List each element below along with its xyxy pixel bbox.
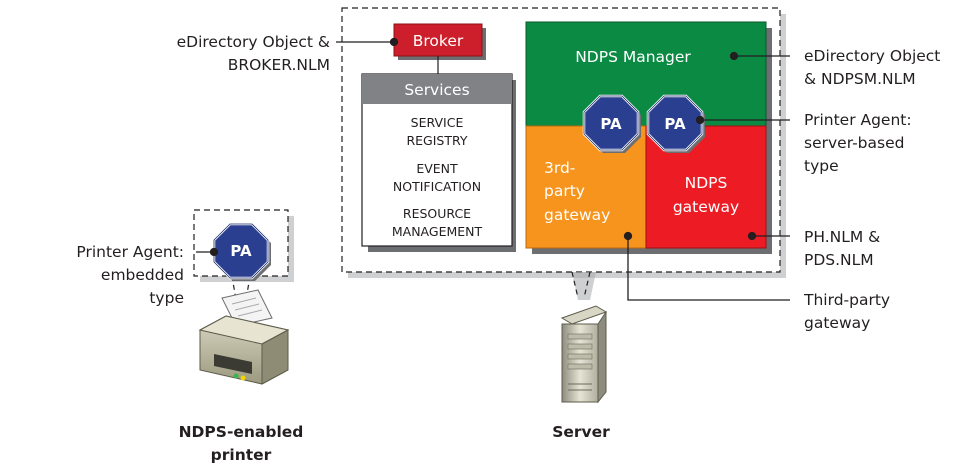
pa-label-third-party: PA — [600, 115, 622, 133]
embedded-pa-callout-line1: Printer Agent: — [76, 243, 184, 261]
services-item-2-line2: NOTIFICATION — [393, 179, 481, 194]
third-party-gateway-line1: 3rd- — [544, 159, 575, 177]
third-party-callout-line1: Third-party — [803, 291, 890, 309]
services-item-1-line1: SERVICE — [411, 115, 464, 130]
broker-box: Broker — [393, 23, 486, 60]
pa-label-embedded: PA — [230, 242, 252, 260]
ph-nlm-callout-line2: PDS.NLM — [804, 251, 874, 269]
ndps-gateway-line1: NDPS — [685, 174, 728, 192]
embedded-pa-callout-line2: embedded — [101, 266, 184, 284]
server-caption: Server — [552, 423, 610, 441]
callout-lines — [196, 37, 790, 301]
printer-caption-line2: printer — [211, 446, 272, 464]
services-item-3-line2: MANAGEMENT — [392, 224, 483, 239]
pa-octagon-third-party: PA — [582, 94, 641, 153]
broker-callout-line2: BROKER.NLM — [228, 56, 330, 74]
ndps-manager-label: NDPS Manager — [575, 48, 691, 66]
pa-label-server: PA — [664, 115, 686, 133]
ndps-gateway-line2: gateway — [673, 198, 739, 216]
third-party-gateway-line3: gateway — [544, 206, 610, 224]
ndps-manager-block: NDPS Manager 3rd- party gateway NDPS gat… — [525, 21, 772, 254]
pa-octagon-server: PA — [646, 94, 705, 153]
services-item-3-line1: RESOURCE — [403, 206, 471, 221]
services-item-2-line1: EVENT — [416, 161, 458, 176]
server-pa-callout-line3: type — [804, 157, 839, 175]
embedded-pa-callout-line3: type — [149, 289, 184, 307]
printer-caption-line1: NDPS-enabled — [179, 423, 304, 441]
services-box: Services SERVICE REGISTRY EVENT NOTIFICA… — [361, 73, 516, 252]
server-tower-icon — [560, 305, 608, 404]
broker-label: Broker — [413, 32, 464, 50]
manager-callout-line2: & NDPSM.NLM — [804, 70, 916, 88]
ph-nlm-callout-line1: PH.NLM & — [804, 228, 880, 246]
third-party-callout-line2: gateway — [804, 314, 870, 332]
server-pa-callout-line2: server-based — [804, 134, 904, 152]
manager-callout-line1: eDirectory Object — [804, 47, 940, 65]
printer-icon — [198, 289, 290, 385]
pa-octagon-embedded: PA — [212, 222, 271, 281]
services-item-1-line2: REGISTRY — [406, 133, 467, 148]
broker-callout-line1: eDirectory Object & — [177, 33, 330, 51]
server-pa-callout-line1: Printer Agent: — [804, 111, 912, 129]
third-party-gateway-line2: party — [544, 182, 585, 200]
services-header: Services — [404, 81, 469, 99]
